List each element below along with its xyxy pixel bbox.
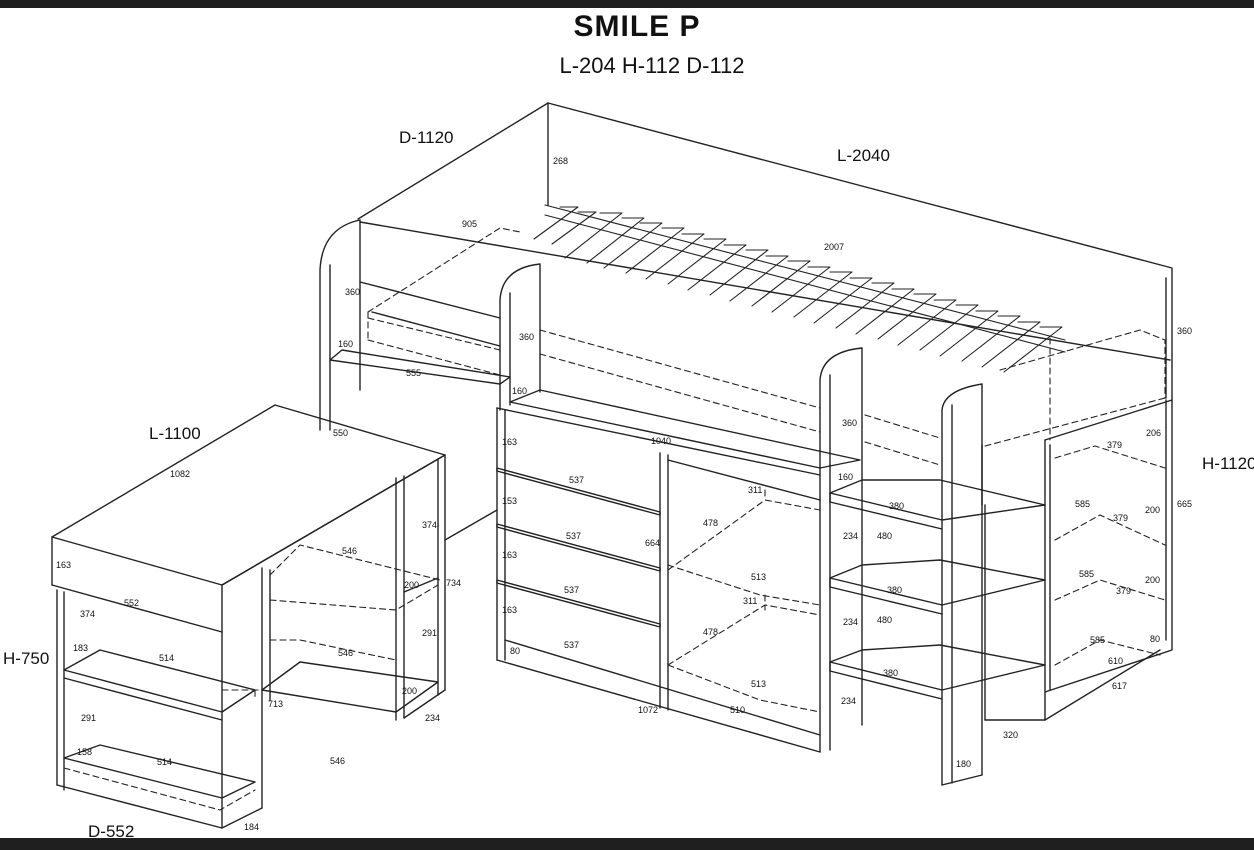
drawing-sheet: SMILE P L-204 H-112 D-112 D-1120 L-2040 … xyxy=(0,8,1254,841)
dim-379: 379 xyxy=(1116,586,1132,596)
dim-537: 537 xyxy=(566,531,582,541)
dim-513: 513 xyxy=(751,679,767,689)
dim-234: 234 xyxy=(841,696,857,706)
dim-546: 546 xyxy=(330,756,346,766)
dim-480: 480 xyxy=(877,615,893,625)
dim-380: 380 xyxy=(883,668,899,678)
dim-291: 291 xyxy=(81,713,97,723)
dim-617: 617 xyxy=(1112,681,1128,691)
dim-585: 585 xyxy=(1079,569,1095,579)
dim-158: 158 xyxy=(77,747,93,757)
dim-537: 537 xyxy=(564,585,580,595)
dim-665: 665 xyxy=(1177,499,1193,509)
bed-left-panel xyxy=(320,220,510,430)
dim-552: 552 xyxy=(124,598,140,608)
dim-184: 184 xyxy=(244,822,260,832)
dim-200: 200 xyxy=(404,580,420,590)
dim-311: 311 xyxy=(748,485,763,495)
dim-610: 610 xyxy=(1108,656,1124,666)
bed-middle-panel xyxy=(500,264,860,468)
dim-320: 320 xyxy=(1003,730,1019,740)
dim-905: 905 xyxy=(462,219,478,229)
dim-153: 153 xyxy=(502,496,518,506)
desk-dashed xyxy=(64,545,440,810)
dim-180: 180 xyxy=(956,759,972,769)
dim-200: 200 xyxy=(402,686,418,696)
dim-80: 80 xyxy=(510,646,521,656)
dim-546: 546 xyxy=(342,546,358,556)
dim-537: 537 xyxy=(569,475,585,485)
label-length-bed: L-2040 xyxy=(837,146,890,165)
dresser xyxy=(497,408,820,752)
dim-200: 200 xyxy=(1145,505,1161,515)
dim-585: 585 xyxy=(1075,499,1091,509)
dim-183: 183 xyxy=(73,643,89,653)
mattress-dashed xyxy=(368,228,1165,465)
dim-268: 268 xyxy=(553,156,569,166)
product-title: SMILE P xyxy=(573,10,701,43)
dim-555: 555 xyxy=(406,368,422,378)
dim-80: 80 xyxy=(1150,634,1161,644)
dim-163: 163 xyxy=(502,550,518,560)
dim-379: 379 xyxy=(1113,513,1129,523)
dim-160: 160 xyxy=(838,472,854,482)
desk xyxy=(52,405,497,828)
dim-380: 380 xyxy=(889,501,905,511)
dim-234: 234 xyxy=(843,617,859,627)
ladder-shelves xyxy=(830,445,1045,699)
dim-514: 514 xyxy=(159,653,175,663)
label-depth-bed: D-1120 xyxy=(399,128,454,147)
dim-374: 374 xyxy=(422,520,438,530)
dim-206: 206 xyxy=(1146,428,1162,438)
dim-664: 664 xyxy=(645,538,661,548)
dim-537: 537 xyxy=(564,640,580,650)
right-cabinet-shelves-dashed xyxy=(1055,446,1165,665)
dim-163: 163 xyxy=(56,560,72,570)
dim-163: 163 xyxy=(502,605,518,615)
dim-380: 380 xyxy=(887,585,903,595)
dim-311: 311 xyxy=(743,596,758,606)
dim-734: 734 xyxy=(446,578,462,588)
dim-360: 360 xyxy=(1177,326,1193,336)
overall-dimensions: L-204 H-112 D-112 xyxy=(559,53,745,78)
label-height-bed: H-1120 xyxy=(1202,454,1254,473)
dim-160: 160 xyxy=(512,386,528,396)
dim-510: 510 xyxy=(730,705,746,715)
dim-1040: 1040 xyxy=(651,436,672,446)
dim-163: 163 xyxy=(502,437,518,447)
dim-360: 360 xyxy=(842,418,858,428)
dim-160: 160 xyxy=(338,339,354,349)
dim-360: 360 xyxy=(519,332,535,342)
dim-513: 513 xyxy=(751,572,767,582)
dim-478: 478 xyxy=(703,627,719,637)
dim-234: 234 xyxy=(843,531,859,541)
dim-550: 550 xyxy=(333,428,349,438)
dim-1072: 1072 xyxy=(638,705,659,715)
label-length-desk: L-1100 xyxy=(149,424,201,443)
dim-374: 374 xyxy=(80,609,96,619)
dresser-shelves-dashed xyxy=(668,490,820,712)
dim-360: 360 xyxy=(345,287,361,297)
label-height-desk: H-750 xyxy=(3,649,50,668)
dim-480: 480 xyxy=(877,531,893,541)
dim-379: 379 xyxy=(1107,440,1123,450)
dim-478: 478 xyxy=(703,518,719,528)
dim-585: 585 xyxy=(1090,635,1106,645)
dim-291: 291 xyxy=(422,628,438,638)
furniture-drawing xyxy=(0,8,1254,838)
dim-200: 200 xyxy=(1145,575,1161,585)
dim-234: 234 xyxy=(425,713,441,723)
dim-713: 713 xyxy=(268,699,284,709)
dim-546: 546 xyxy=(338,648,354,658)
bed-right-panel xyxy=(820,348,982,785)
label-depth-desk: D-552 xyxy=(88,822,135,841)
dim-514: 514 xyxy=(157,757,173,767)
right-cabinet xyxy=(985,400,1172,720)
dim-2007: 2007 xyxy=(824,242,845,252)
bed-slats xyxy=(534,205,1065,372)
bed-frame-outline xyxy=(358,103,1172,400)
dim-1082: 1082 xyxy=(170,469,191,479)
